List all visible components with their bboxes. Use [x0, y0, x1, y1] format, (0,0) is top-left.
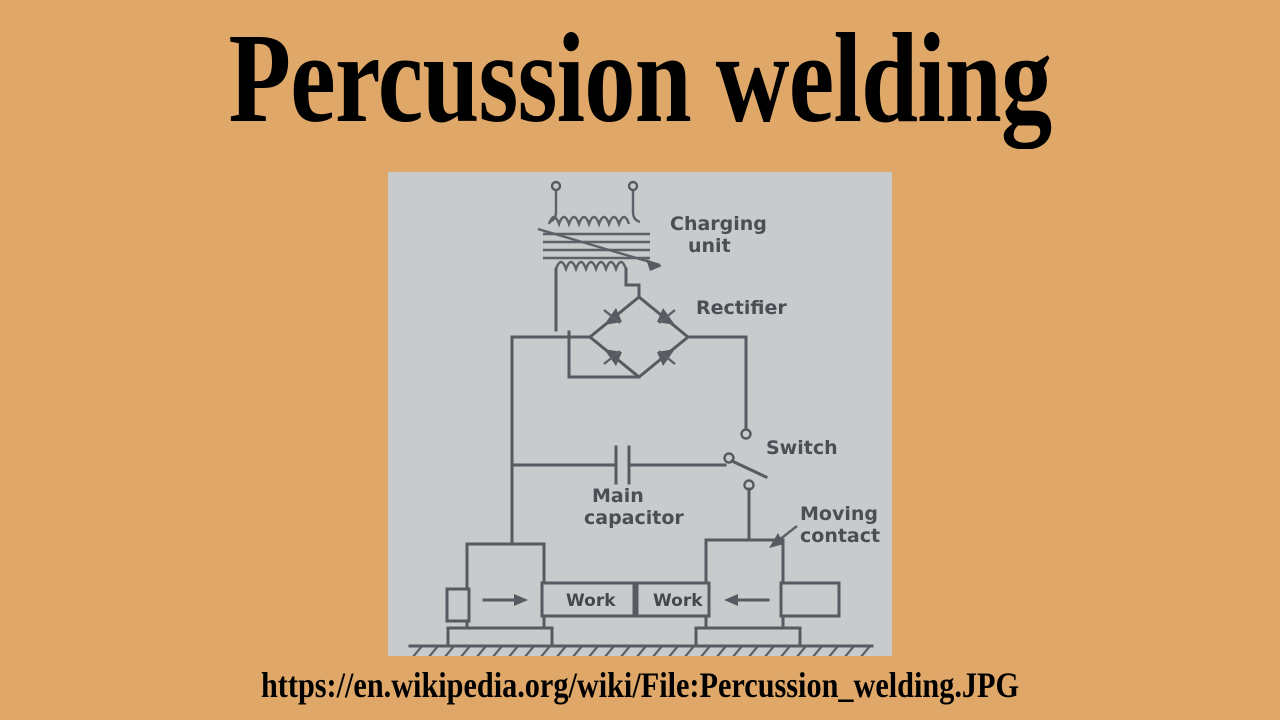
diode-top-left-bar	[603, 309, 621, 324]
ground-line-group	[408, 644, 874, 656]
right-clamp-block	[704, 538, 785, 630]
left-force-arrow-head	[514, 594, 528, 606]
label-work-right: Work	[653, 591, 703, 611]
wire-bridge-bottom-return	[567, 330, 641, 379]
label-work-left: Work	[566, 591, 616, 611]
charging-unit-group: Charging unit	[537, 180, 767, 332]
diagram-svg: Charging unit Rectifier	[408, 180, 880, 656]
right-base-plate	[694, 626, 802, 648]
label-rectifier: Rectifier	[696, 297, 787, 319]
switch-group[interactable]: Switch	[723, 437, 838, 479]
transformer-adjust-arrow-head	[646, 259, 662, 271]
right-force-arrow-head	[724, 594, 738, 606]
transformer-terminal-right	[627, 180, 639, 192]
source-url-caption: https://en.wikipedia.org/wiki/File:Percu…	[260, 665, 1019, 705]
label-moving-contact-line2: contact	[800, 525, 880, 547]
label-charging-unit-line1: Charging	[670, 213, 767, 235]
secondary-wire-right	[624, 267, 641, 299]
label-switch: Switch	[766, 437, 838, 459]
label-main-capacitor-line1: Main	[592, 485, 644, 507]
left-electrode-shank	[445, 587, 471, 623]
workpiece-assembly: Work Work Moving	[445, 503, 880, 648]
switch-upper-terminal	[740, 428, 752, 440]
right-electrode-shank	[779, 581, 841, 618]
transformer-adjust-arrow-shaft	[537, 227, 661, 267]
dc-loop-wiring	[510, 330, 752, 467]
transformer-primary-coil	[547, 215, 631, 228]
work-bar-left	[540, 581, 636, 618]
switch-lever-arm[interactable]	[730, 459, 768, 479]
page-title: Percussion welding	[228, 7, 1053, 149]
label-moving-contact-line1: Moving	[800, 503, 878, 525]
wire-left-bus	[510, 335, 592, 467]
wire-right-bus	[686, 335, 748, 432]
transformer-terminal-left	[550, 180, 562, 192]
diode-top-right-bar	[658, 309, 676, 324]
diode-bottom-right-bar	[658, 350, 676, 365]
percussion-welding-diagram: Charging unit Rectifier	[388, 172, 892, 656]
moving-contact-leader-arrow	[769, 533, 784, 548]
rectifier-diamond	[587, 295, 691, 379]
transformer-secondary-coil	[554, 260, 628, 273]
electrode-drop-wires	[510, 463, 755, 549]
transformer-lead-right	[631, 190, 641, 224]
diode-bottom-left-bar	[603, 350, 621, 365]
left-clamp-block	[465, 542, 546, 630]
label-charging-unit-line2: unit	[688, 235, 731, 257]
work-bar-right	[635, 581, 711, 618]
main-capacitor-group: Main capacitor	[510, 445, 727, 529]
label-main-capacitor-line2: capacitor	[584, 507, 684, 529]
ground-hatching	[412, 645, 871, 656]
left-base-plate	[446, 626, 554, 648]
